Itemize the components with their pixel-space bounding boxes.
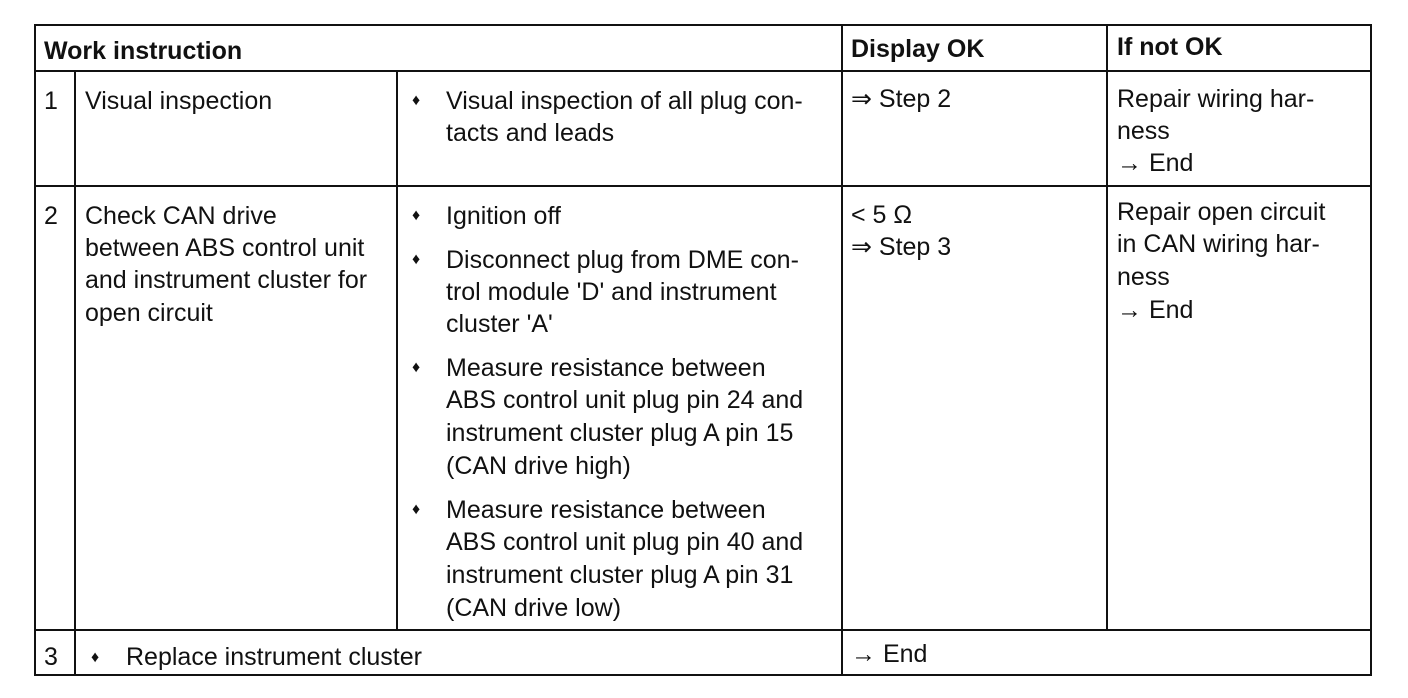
- row-2-title-line: Check CAN drive: [85, 202, 277, 230]
- row-1-divider: [36, 185, 1370, 187]
- row-2-if-not-ok-line: Repair open circuit: [1117, 198, 1326, 226]
- row-2-number: 2: [44, 202, 58, 230]
- work-instruction-table: Work instruction Display OK If not OK 1 …: [34, 24, 1372, 676]
- row-2-bullet-4-line: Measure resistance between: [446, 496, 766, 524]
- row-2-if-not-ok-line: ness: [1117, 263, 1170, 291]
- header-display-ok: Display OK: [851, 35, 985, 63]
- header-divider: [36, 70, 1370, 72]
- row-3-display-ok-line: → End: [851, 640, 928, 668]
- row-2-bullet-1-line: Ignition off: [446, 202, 561, 230]
- row-2-divider: [36, 629, 1370, 631]
- row-1-number: 1: [44, 87, 58, 115]
- row-1-bullet-1-line: tacts and leads: [446, 119, 615, 147]
- row-2-bullet-2-line: cluster 'A': [446, 310, 553, 338]
- column-divider-if-not-ok: [1106, 26, 1108, 631]
- row-2-bullet-3-line: (CAN drive high): [446, 452, 631, 480]
- row-2-bullet-4-line: ABS control unit plug pin 40 and: [446, 528, 804, 556]
- row-3-bullet-1-marker: ♦: [91, 649, 100, 666]
- row-1-display-ok-line: ⇒ Step 2: [851, 85, 952, 113]
- row-3-bullet-1-line: Replace instrument cluster: [126, 643, 422, 671]
- column-divider-display-ok: [841, 26, 843, 676]
- row-2-title-line: open circuit: [85, 299, 213, 327]
- row-2-bullet-1-marker: ♦: [412, 207, 421, 224]
- row-2-bullet-2-line: Disconnect plug from DME con-: [446, 246, 799, 274]
- row-1-if-not-ok-line: Repair wiring har-: [1117, 85, 1315, 113]
- row-2-bullet-4-line: (CAN drive low): [446, 594, 622, 622]
- row-2-bullet-4-marker: ♦: [412, 501, 421, 518]
- row-2-title-line: between ABS control unit: [85, 234, 365, 262]
- row-2-bullet-2-marker: ♦: [412, 251, 421, 268]
- row-2-if-not-ok-line: → End: [1117, 296, 1194, 324]
- row-2-bullet-3-line: Measure resistance between: [446, 354, 766, 382]
- row-2-bullet-2-line: trol module 'D' and instrument: [446, 278, 777, 306]
- column-divider-steps: [396, 70, 398, 631]
- row-2-bullet-3-line: ABS control unit plug pin 24 and: [446, 386, 804, 414]
- row-2-if-not-ok-line: in CAN wiring har-: [1117, 230, 1320, 258]
- row-1-if-not-ok-line: → End: [1117, 149, 1194, 177]
- row-1-if-not-ok-line: ness: [1117, 117, 1170, 145]
- column-divider-number: [74, 70, 76, 676]
- row-2-display-ok-line: ⇒ Step 3: [851, 233, 952, 261]
- row-2-display-ok-line: < 5 Ω: [851, 201, 913, 229]
- row-2-bullet-4-line: instrument cluster plug A pin 31: [446, 561, 794, 589]
- row-1-title-line: Visual inspection: [85, 87, 273, 115]
- row-1-bullet-1-marker: ♦: [412, 92, 421, 109]
- row-2-bullet-3-line: instrument cluster plug A pin 15: [446, 419, 794, 447]
- row-2-title-line: and instrument cluster for: [85, 266, 368, 294]
- header-if-not-ok: If not OK: [1117, 33, 1223, 61]
- row-3-number: 3: [44, 643, 58, 671]
- row-1-bullet-1-line: Visual inspection of all plug con-: [446, 87, 803, 115]
- header-work-instruction: Work instruction: [44, 37, 243, 65]
- row-2-bullet-3-marker: ♦: [412, 359, 421, 376]
